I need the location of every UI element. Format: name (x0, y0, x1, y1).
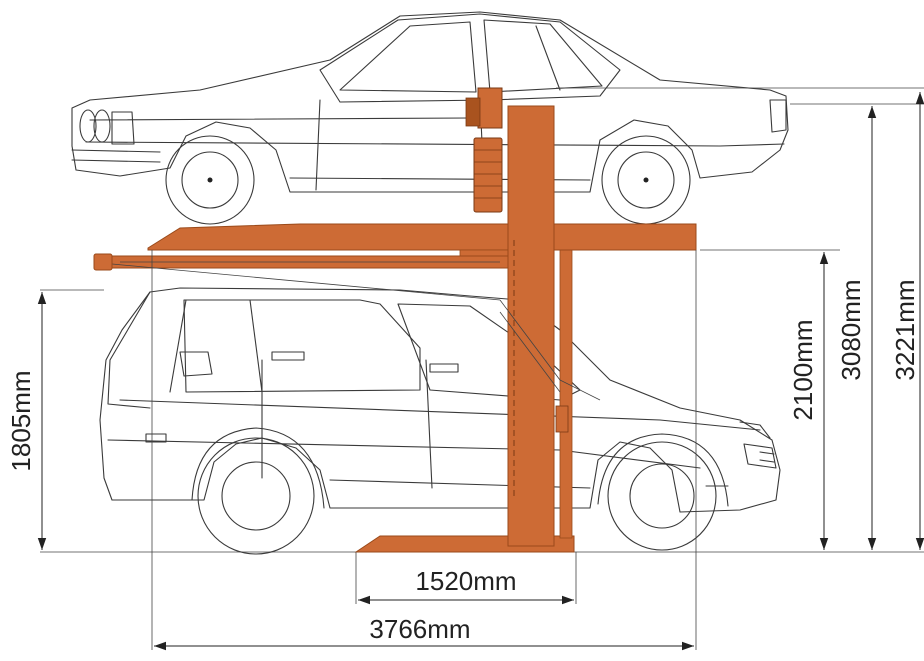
dim-label-total-width: 3766mm (369, 614, 470, 644)
motor-housing (477, 87, 503, 129)
dim-label-upper-car-height: 3080mm (836, 279, 866, 380)
main-post (507, 105, 555, 547)
dim-label-max-height: 3221mm (890, 279, 920, 380)
arm-end-cap (93, 253, 113, 271)
lift-rear-rail (559, 247, 573, 539)
dim-label-lower-clearance: 1805mm (6, 370, 36, 471)
motor-cylinder (473, 137, 503, 213)
upper-platform (147, 223, 697, 251)
lift-structure (93, 87, 697, 553)
dim-label-platform-height: 2100mm (788, 319, 818, 420)
lower-car-suv (99, 287, 781, 555)
upper-car-sedan (71, 11, 789, 225)
lock-cylinder (555, 405, 569, 433)
motor-mount (465, 97, 481, 127)
dim-label-base-width: 1520mm (415, 566, 516, 596)
